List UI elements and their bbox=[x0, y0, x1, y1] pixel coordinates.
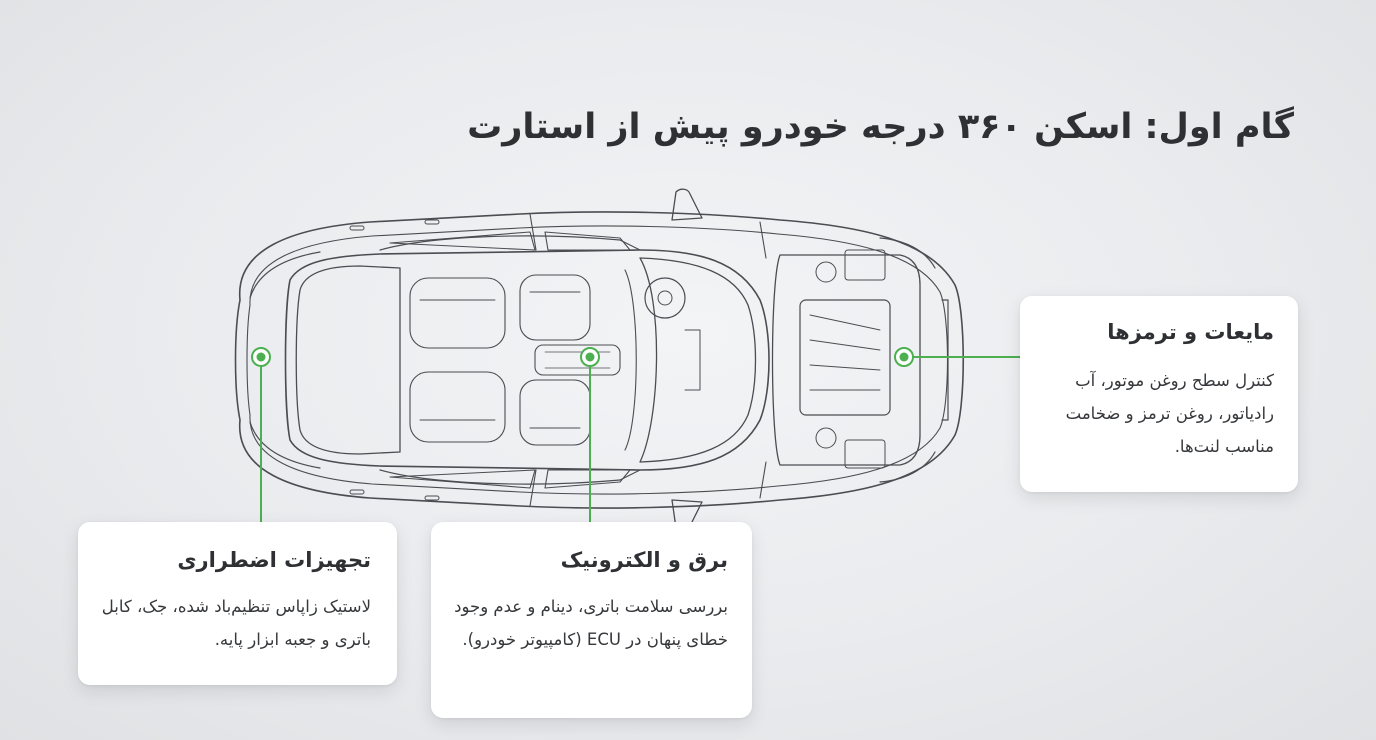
card-electric-body: بررسی سلامت باتری، دینام و عدم وجود خطای… bbox=[454, 597, 728, 649]
card-fluids-brakes: مایعات و ترمزها کنترل سطح روغن موتور، آب… bbox=[1020, 296, 1298, 492]
page-title: گام اول: اسکن ۳۶۰ درجه خودرو پیش از استا… bbox=[467, 107, 1294, 148]
marker-emergency bbox=[251, 347, 271, 367]
card-emergency-equipment: تجهیزات اضطراری لاستیک زاپاس تنظیم‌باد ش… bbox=[78, 522, 397, 685]
card-fluids-body: کنترل سطح روغن موتور، آب رادیاتور، روغن … bbox=[1065, 371, 1274, 456]
car-body-inner bbox=[246, 225, 949, 495]
engine-bay bbox=[771, 254, 921, 466]
marker-electric bbox=[580, 347, 600, 367]
windshield bbox=[639, 257, 757, 463]
side-mirror-top bbox=[671, 188, 703, 221]
card-electric-heading: برق و الکترونیک bbox=[560, 548, 728, 572]
card-electrical-electronics: برق و الکترونیک بررسی سلامت باتری، دینام… bbox=[431, 522, 752, 718]
marker-fluids bbox=[894, 347, 914, 367]
card-emergency-heading: تجهیزات اضطراری bbox=[177, 548, 371, 572]
car-cabin-outline bbox=[284, 249, 770, 471]
card-fluids-heading: مایعات و ترمزها bbox=[1107, 320, 1274, 344]
card-emergency-body: لاستیک زاپاس تنظیم‌باد شده، جک، کابل بات… bbox=[101, 597, 371, 649]
rear-window bbox=[295, 265, 401, 455]
car-body-outline bbox=[234, 211, 965, 509]
